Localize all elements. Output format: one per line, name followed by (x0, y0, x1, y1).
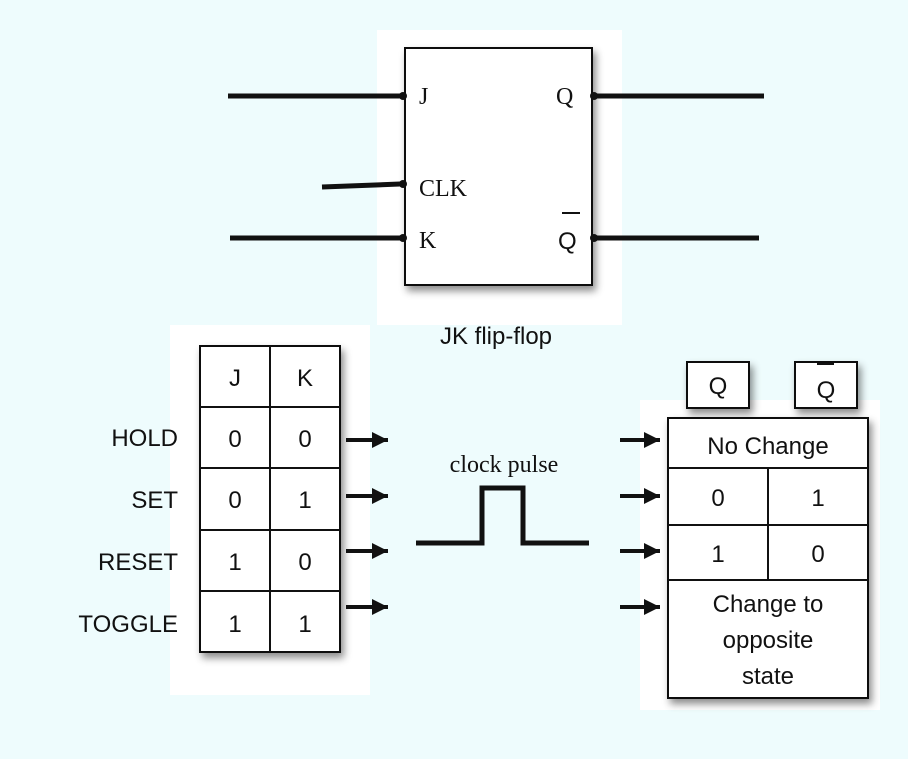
pin-label-k: K (419, 228, 437, 254)
output-cell-set-qbar: 1 (811, 485, 824, 512)
pin-label-qbar: Q (558, 228, 577, 255)
input-cell-set-j: 0 (228, 487, 241, 514)
pin-label-q: Q (556, 84, 573, 110)
clock-pulse-waveform (416, 485, 589, 546)
row-label-toggle: TOGGLE (78, 611, 178, 638)
input-table-grid (200, 346, 340, 652)
output-header-qbar: Q (817, 377, 836, 404)
input-cell-toggle-k: 1 (298, 611, 311, 638)
input-header-k: K (297, 365, 313, 392)
qbar-pin-dot (590, 234, 598, 242)
flipflop-caption: JK flip-flop (440, 323, 552, 350)
clk-input-line (321, 181, 401, 190)
input-cell-reset-j: 1 (228, 549, 241, 576)
output-cell-set-q: 0 (711, 485, 724, 512)
output-cell-toggle-line3: state (742, 663, 794, 690)
jk-flipflop-symbol: J CLK K Q Q (228, 47, 764, 286)
output-header-qbar-box (794, 361, 858, 409)
output-header-q-box (686, 361, 750, 409)
row-label-reset: RESET (98, 549, 178, 576)
row-label-set: SET (131, 487, 178, 514)
output-cell-toggle-line2: opposite (723, 627, 814, 654)
row-label-hold: HOLD (111, 425, 178, 452)
output-cell-reset-qbar: 0 (811, 541, 824, 568)
k-pin-dot (399, 234, 407, 242)
input-cell-reset-k: 0 (298, 549, 311, 576)
output-header-q: Q (709, 373, 728, 400)
output-cell-reset-q: 1 (711, 541, 724, 568)
output-cell-no-change: No Change (707, 433, 828, 460)
input-cell-hold-j: 0 (228, 426, 241, 453)
flipflop-body (404, 47, 593, 286)
input-cell-toggle-j: 1 (228, 611, 241, 638)
input-cell-set-k: 1 (298, 487, 311, 514)
output-cell-toggle-line1: Change to (713, 591, 824, 618)
pin-label-j: J (419, 84, 428, 110)
input-header-j: J (229, 365, 241, 392)
q-pin-dot (590, 92, 598, 100)
j-pin-dot (399, 92, 407, 100)
input-cell-hold-k: 0 (298, 426, 311, 453)
clk-pin-dot (399, 180, 407, 188)
clock-pulse-label: clock pulse (450, 452, 559, 478)
pin-label-clk: CLK (419, 176, 468, 202)
